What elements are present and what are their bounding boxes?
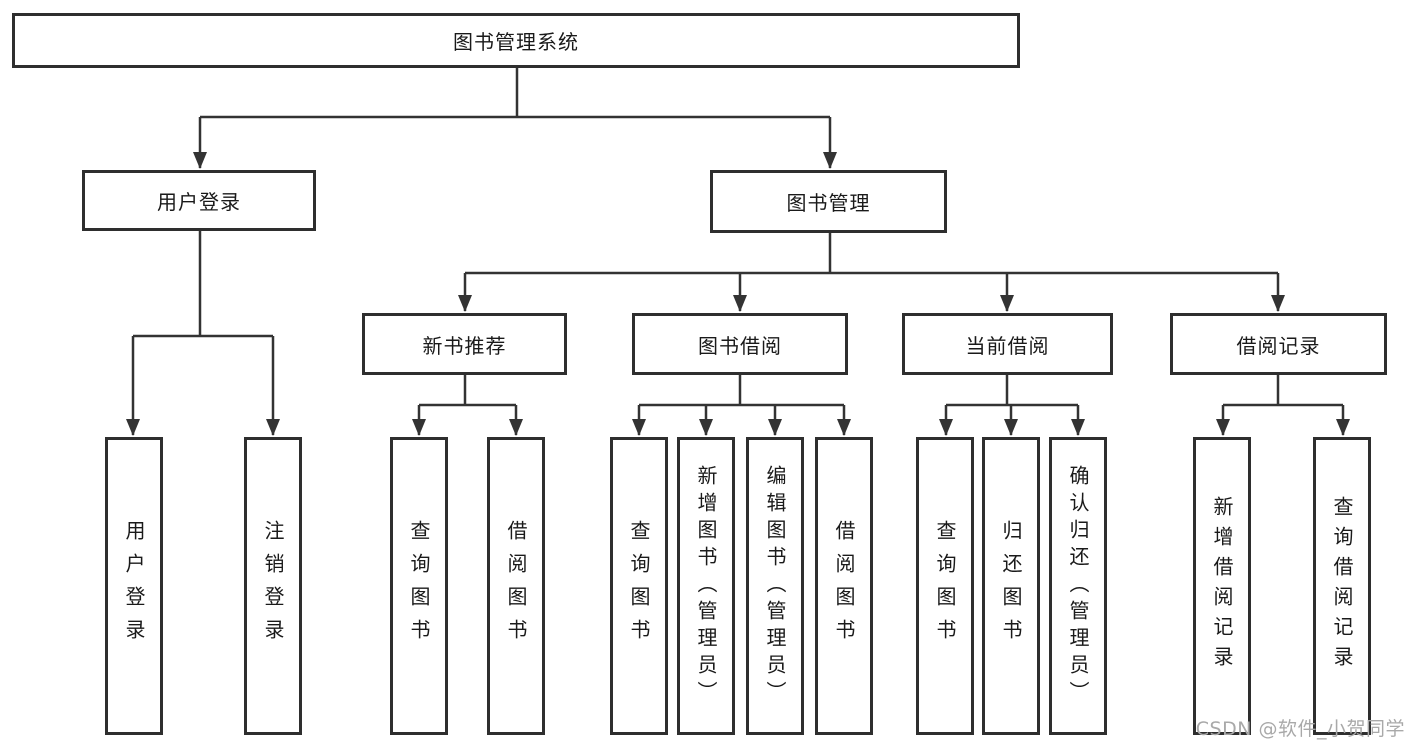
leaf-current-query-books-label: 查询图书 [933,520,957,652]
leaf-newbook-query-books-label: 查询图书 [407,520,431,652]
node-current-borrow: 当前借阅 [902,313,1113,375]
node-book-borrow-label: 图书借阅 [698,333,782,358]
node-user-login-branch-label: 用户登录 [157,190,241,214]
leaf-borrow-edit-books-admin: 编辑图书（管理员） [746,437,804,735]
leaf-records-query-record: 查询借阅记录 [1313,437,1371,735]
node-book-borrow: 图书借阅 [632,313,848,375]
leaf-borrow-add-books-admin: 新增图书（管理员） [677,437,735,735]
leaf-user-login-label: 用户登录 [122,520,146,652]
leaf-current-confirm-return-admin: 确认归还（管理员） [1049,437,1107,735]
node-borrow-records: 借阅记录 [1170,313,1387,375]
leaf-newbook-borrow-books: 借阅图书 [487,437,545,735]
leaf-newbook-borrow-books-label: 借阅图书 [504,520,528,652]
node-new-book-recommend-label: 新书推荐 [422,333,507,358]
leaf-user-login: 用户登录 [105,437,163,735]
leaf-logout-label: 注销登录 [261,520,285,652]
leaf-current-query-books: 查询图书 [916,437,974,735]
node-book-management-label: 图书管理 [786,191,871,215]
leaf-records-add-record: 新增借阅记录 [1193,437,1251,735]
node-user-login-branch: 用户登录 [82,170,316,231]
leaf-current-confirm-return-admin-label: 确认归还（管理员） [1066,464,1090,708]
leaf-current-return-books-label: 归还图书 [999,520,1023,652]
leaf-borrow-borrow-books-label: 借阅图书 [832,520,856,652]
leaf-records-query-record-label: 查询借阅记录 [1330,496,1354,676]
arrowheads [126,152,1350,436]
node-book-management: 图书管理 [710,170,947,233]
node-root-label: 图书管理系统 [453,30,579,54]
leaf-borrow-query-books-label: 查询图书 [627,520,651,652]
leaf-current-return-books: 归还图书 [982,437,1040,735]
leaf-borrow-add-books-admin-label: 新增图书（管理员） [694,464,718,708]
node-current-borrow-label: 当前借阅 [965,333,1050,358]
node-new-book-recommend: 新书推荐 [362,313,567,375]
leaf-records-add-record-label: 新增借阅记录 [1210,496,1234,676]
csdn-watermark: CSDN @软件_小贺同学 [1195,718,1405,740]
node-root: 图书管理系统 [12,13,1020,68]
leaf-borrow-query-books: 查询图书 [610,437,668,735]
leaf-logout: 注销登录 [244,437,302,735]
leaf-newbook-query-books: 查询图书 [390,437,448,735]
leaf-borrow-borrow-books: 借阅图书 [815,437,873,735]
node-borrow-records-label: 借阅记录 [1236,333,1321,358]
leaf-borrow-edit-books-admin-label: 编辑图书（管理员） [763,464,787,708]
